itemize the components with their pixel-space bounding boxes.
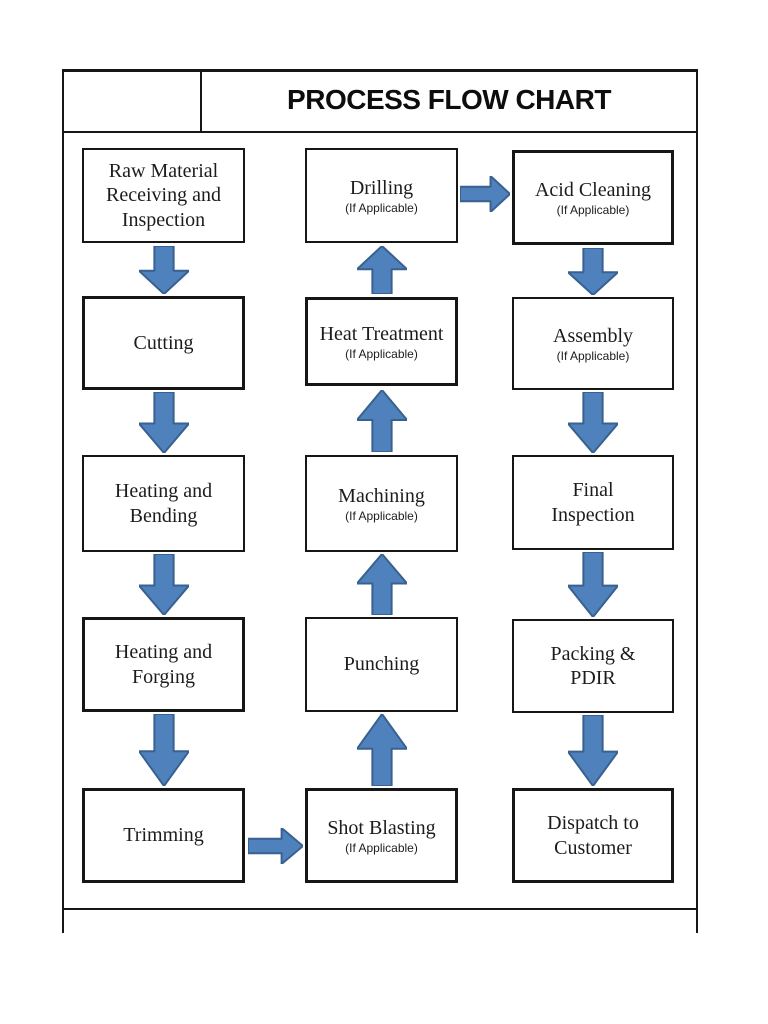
flow-box-trimming: Trimming <box>82 788 245 883</box>
flow-box-cutting: Cutting <box>82 296 245 390</box>
flow-box-heating-bending: Heating and Bending <box>82 455 245 552</box>
down-arrow-icon <box>568 248 618 295</box>
right-arrow-icon <box>460 176 510 212</box>
flow-box-label: Cutting <box>133 331 194 354</box>
down-arrow-icon <box>139 246 189 294</box>
flow-box-sublabel: (If Applicable) <box>345 840 418 855</box>
flow-box-label: Final Inspection <box>551 479 635 526</box>
down-arrow-icon <box>139 392 189 453</box>
flow-box-machining: Machining (If Applicable) <box>305 455 458 552</box>
flow-box-label: Punching <box>343 653 420 676</box>
header-bottom-rule <box>62 131 698 133</box>
flow-box-sublabel: (If Applicable) <box>556 202 630 217</box>
flow-box-raw-material-receiving: Raw Material Receiving and Inspection <box>82 148 245 243</box>
flow-box-assembly: Assembly (If Applicable) <box>512 297 674 390</box>
flow-box-dispatch-customer: Dispatch to Customer <box>512 788 674 883</box>
flow-box-drilling: Drilling (If Applicable) <box>305 148 458 243</box>
flow-box-label: Machining <box>338 485 425 508</box>
flow-box-sublabel: (If Applicable) <box>345 346 418 361</box>
header-divider-line <box>200 71 202 131</box>
flow-box-sublabel: (If Applicable) <box>345 200 418 215</box>
flow-box-label: Packing & PDIR <box>550 642 636 689</box>
flow-box-label: Acid Cleaning <box>534 179 652 202</box>
up-arrow-icon <box>357 246 407 294</box>
chart-bottom-rule <box>62 908 698 910</box>
down-arrow-icon <box>568 552 618 617</box>
flow-box-heat-treatment: Heat Treatment (If Applicable) <box>305 297 458 386</box>
flow-box-label: Raw Material Receiving and Inspection <box>106 159 221 231</box>
flow-box-final-inspection: Final Inspection <box>512 455 674 550</box>
flow-box-label: Trimming <box>123 824 204 847</box>
down-arrow-icon <box>568 715 618 786</box>
flow-box-heating-forging: Heating and Forging <box>82 617 245 712</box>
up-arrow-icon <box>357 390 407 452</box>
page-title: PROCESS FLOW CHART <box>287 84 611 115</box>
flow-box-label: Shot Blasting <box>327 817 436 840</box>
header-title-cell: PROCESS FLOW CHART <box>202 71 696 129</box>
flow-box-label: Dispatch to Customer <box>547 812 639 859</box>
flow-box-label: Drilling <box>349 177 414 200</box>
down-arrow-icon <box>139 554 189 615</box>
flow-box-label: Assembly <box>553 325 633 348</box>
flow-box-punching: Punching <box>305 617 458 712</box>
up-arrow-icon <box>357 714 407 786</box>
flow-box-shot-blasting: Shot Blasting (If Applicable) <box>305 788 458 883</box>
flow-box-acid-cleaning: Acid Cleaning (If Applicable) <box>512 150 674 245</box>
right-arrow-icon <box>248 828 303 864</box>
down-arrow-icon <box>568 392 618 453</box>
flow-box-sublabel: (If Applicable) <box>556 348 630 363</box>
flow-box-sublabel: (If Applicable) <box>345 508 418 523</box>
flow-box-label: Heating and Forging <box>114 641 213 688</box>
up-arrow-icon <box>357 554 407 615</box>
flow-box-label: Heating and Bending <box>114 480 213 527</box>
flow-box-label: Heat Treatment <box>319 323 444 346</box>
down-arrow-icon <box>139 714 189 786</box>
flow-box-packing-pdir: Packing & PDIR <box>512 619 674 713</box>
